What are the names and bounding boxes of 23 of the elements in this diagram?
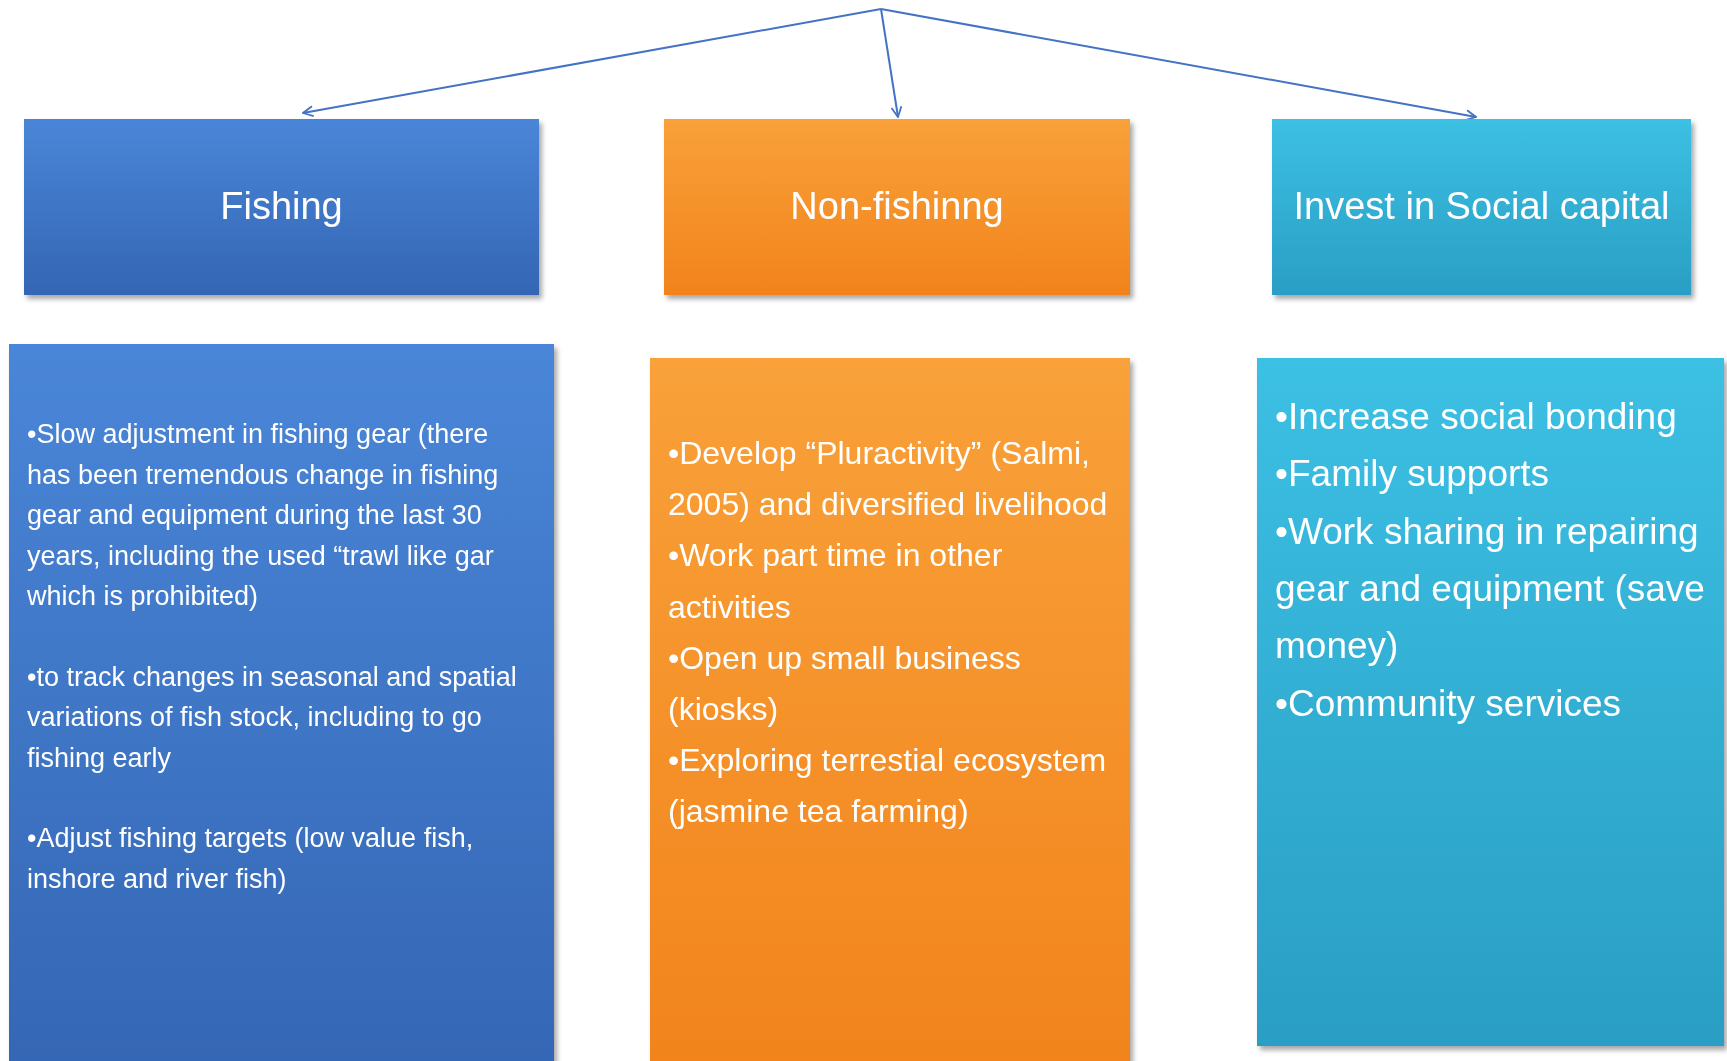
strategy-list-box [650, 358, 1130, 1061]
category-box [24, 119, 539, 295]
category-box [664, 119, 1130, 295]
category-title: Fishing [220, 184, 343, 230]
bullet-text: •Exploring terrestial ecosystem (jasmine tea farming) [668, 741, 1108, 832]
bullet-text: •Work part time in other activities [668, 536, 1004, 627]
bullet-text: •Family supports [1275, 452, 1551, 497]
bullet-text: •Work sharing in repairing gear and equipment (save money) [1275, 509, 1706, 669]
category-box [1272, 119, 1691, 295]
strategy-list-box [1257, 358, 1724, 1046]
arrow [302, 8, 882, 118]
category-title: Invest in Social capital [1293, 184, 1670, 230]
bullet-text: •Adjust fishing targets (low value fish, inshore and river fish) [27, 822, 475, 896]
strategy-list-box [9, 344, 554, 1061]
bullet-text: •Community services [1275, 681, 1623, 726]
bullet-text: •Develop “Pluractivity” (Salmi, 2005) and diversified livelihood [668, 434, 1109, 525]
category-title: Non-fishinng [790, 184, 1004, 230]
arrow [880, 8, 1477, 122]
bullet-text: •Slow adjustment in fishing gear (there has been tremendous change in fishing gear and equipment during the last 30 years, including the used “trawl like gar which is prohibited) [27, 418, 500, 613]
bullet-text: •Open up small business (kiosks) [668, 638, 1022, 729]
arrow [880, 8, 903, 118]
bullet-text: •to track changes in seasonal and spatial variations of fish stock, including to go fishing early [27, 660, 518, 775]
bullet-text: •Increase social bonding [1275, 395, 1678, 439]
